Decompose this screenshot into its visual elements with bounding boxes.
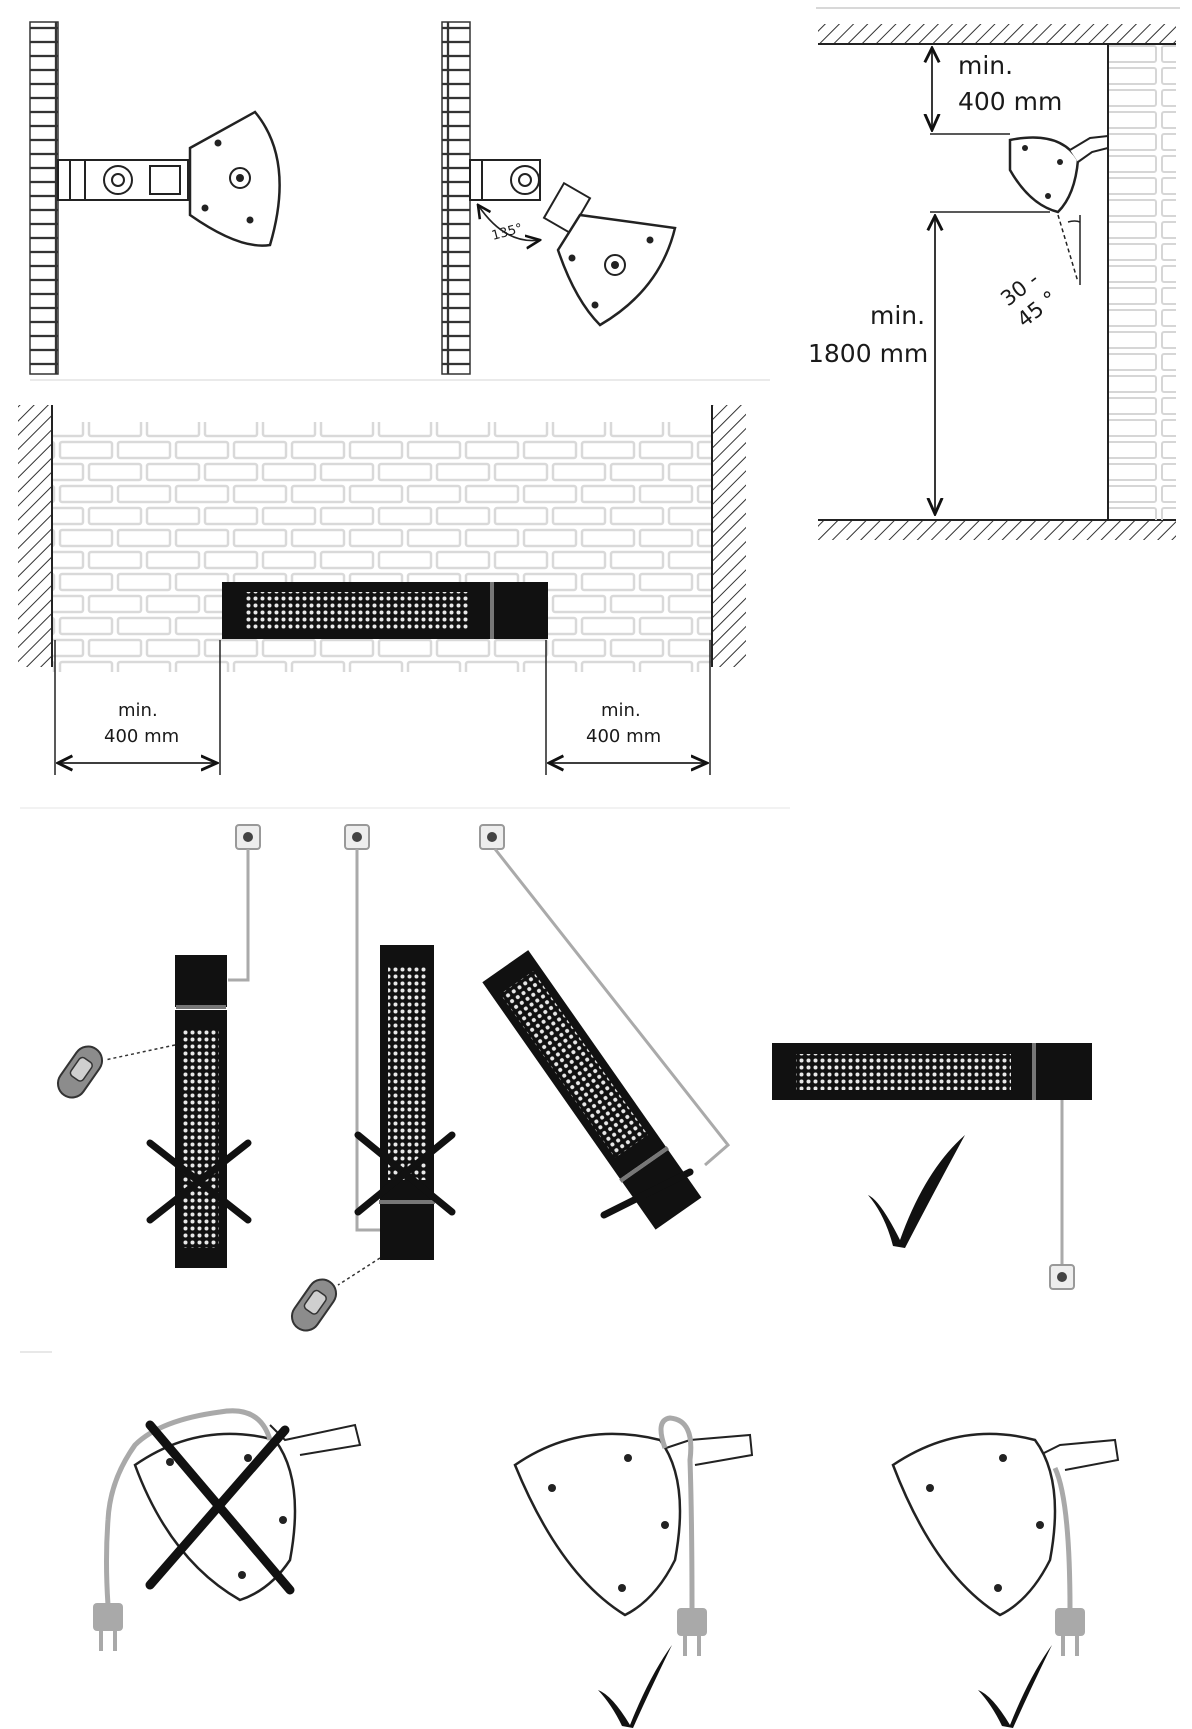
plug-icon [677, 1608, 707, 1656]
plug-icon [1055, 1608, 1085, 1656]
brick-wall [441, 21, 471, 375]
wall-socket-icon [344, 824, 370, 850]
brick-wall [29, 21, 59, 375]
heater-head-icon [556, 213, 677, 327]
floor-value-label: 1800 mm [808, 339, 928, 368]
cross-icon [354, 1131, 456, 1216]
right-min-label: min. [601, 700, 641, 721]
left-side-wall [18, 405, 52, 667]
ceiling-value-label: 400 mm [958, 87, 1062, 116]
check-icon [598, 1645, 672, 1728]
heater-head-icon [891, 1432, 1057, 1617]
angle-arc [478, 205, 540, 241]
check-icon [868, 1135, 965, 1248]
floor-min-label: min. [870, 301, 925, 330]
floor [818, 520, 1176, 540]
panel-bracket-straight [29, 21, 281, 375]
left-value-label: 400 mm [104, 726, 179, 747]
panel-side-clearance: min. 400 mm min. 400 mm [18, 379, 770, 775]
orientation-item-vertical-remote-bottom [290, 824, 456, 1332]
bracket-icon [57, 159, 189, 201]
check-icon [978, 1645, 1052, 1728]
cable-item-behind-bracket [513, 1415, 754, 1728]
panel-vertical-clearance: min. 400 mm min. 1800 mm 30 - 45 ° [808, 7, 1180, 540]
remote-icon [56, 1045, 104, 1099]
left-min-label: min. [118, 700, 158, 721]
heater-head-icon [188, 110, 281, 247]
wall-socket-icon [235, 824, 261, 850]
heater-head-icon [1008, 136, 1080, 214]
orientation-item-horizontal [772, 1043, 1092, 1290]
panel-orientation [20, 807, 1092, 1332]
ceiling-min-label: min. [958, 51, 1013, 80]
ceiling [818, 24, 1176, 44]
orientation-item-diagonal [479, 824, 731, 1230]
right-value-label: 400 mm [586, 726, 661, 747]
plug-icon [93, 1603, 123, 1651]
panel-bracket-angled: 135° [441, 21, 677, 375]
side-wall [1108, 44, 1176, 520]
cable-item-over-heater [93, 1408, 362, 1651]
panel-cable [20, 1351, 1120, 1728]
orientation-item-vertical-remote-top [56, 824, 261, 1268]
cable-item-down-from-bracket [891, 1432, 1120, 1728]
wall-socket-icon [1049, 1264, 1075, 1290]
wall-socket-icon [479, 824, 505, 850]
cross-icon [146, 1139, 252, 1224]
bracket-icon [469, 159, 592, 235]
cross-icon [145, 1420, 295, 1595]
heater-icon [222, 582, 548, 639]
heater-head-icon [513, 1432, 682, 1617]
remote-icon [290, 1278, 338, 1332]
right-side-wall [712, 405, 746, 667]
